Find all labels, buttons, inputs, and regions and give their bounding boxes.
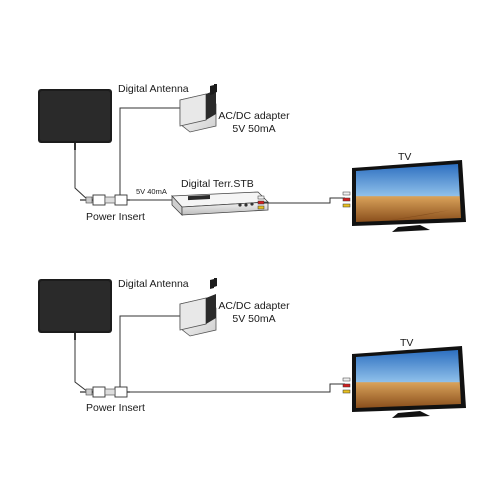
adapter-icon: [179, 84, 217, 133]
antenna-label: Digital Antenna: [118, 83, 189, 95]
power-insert-label: Power Insert: [86, 211, 145, 223]
cable-spec-label: 5V 40mA: [136, 187, 167, 196]
stb-label: Digital Terr.STB: [181, 178, 254, 190]
stb-to-tv-cable: [264, 197, 345, 204]
antenna-icon: [38, 89, 112, 150]
stb-rca-plugs: [257, 195, 265, 210]
antenna-icon: [38, 279, 112, 340]
power-insert-label: Power Insert: [86, 402, 145, 414]
tv-icon: [352, 160, 466, 232]
diagram-bottom: [38, 278, 466, 418]
antenna-label: Digital Antenna: [118, 278, 189, 290]
antenna-cable: [74, 340, 89, 393]
insert-to-tv-cable: [130, 383, 345, 393]
adapter-icon: [179, 278, 217, 337]
antenna-cable: [74, 150, 89, 201]
adapter-cable: [119, 315, 183, 388]
adapter-label-line2: 5V 50mA: [232, 313, 276, 325]
adapter-label-line1: AC/DC adapter: [218, 300, 290, 312]
tv-label: TV: [398, 151, 412, 163]
tv-rca-plugs: [342, 191, 351, 208]
diagram-top: [38, 84, 466, 232]
tv-label: TV: [400, 337, 414, 349]
adapter-cable: [119, 107, 183, 196]
tv-rca-plugs: [342, 377, 351, 394]
tv-icon: [352, 346, 466, 418]
power-insert-icon: [80, 386, 130, 398]
stb-icon: [171, 191, 269, 216]
adapter-label-line1: AC/DC adapter: [218, 110, 290, 122]
power-insert-icon: [80, 194, 130, 206]
adapter-label-line2: 5V 50mA: [232, 123, 276, 135]
